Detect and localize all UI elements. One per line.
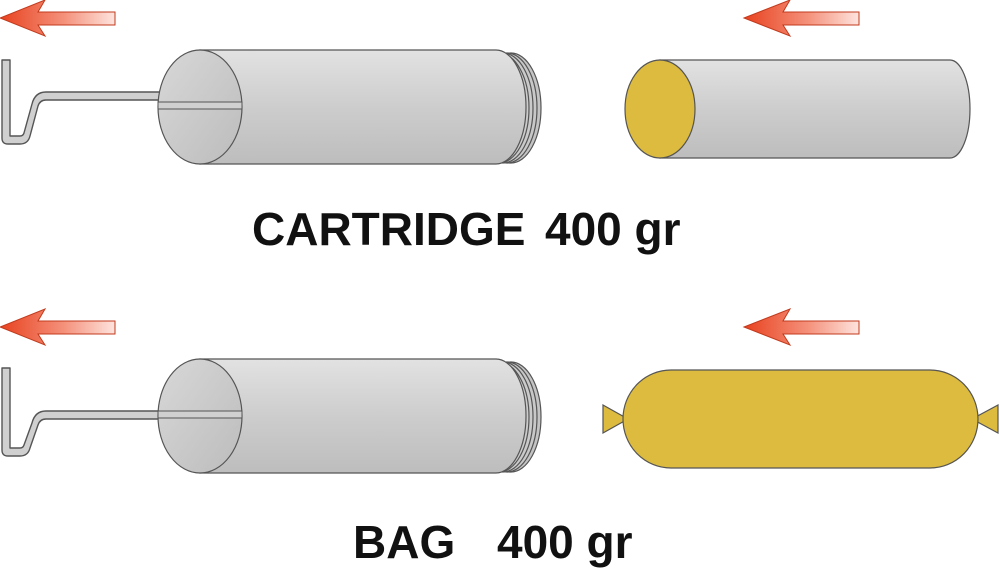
dispenser-barrel-icon: [157, 358, 542, 474]
plunger-rod-icon: [1, 59, 240, 145]
direction-arrow-icon: [742, 308, 860, 347]
bag-label: BAG: [353, 516, 455, 568]
cartridge-icon: [624, 59, 971, 159]
dispenser-barrel-icon: [157, 49, 542, 165]
direction-arrow-icon: [0, 0, 116, 38]
sausage-bag-icon: [602, 369, 999, 469]
plunger-rod-icon: [1, 367, 240, 457]
direction-arrow-icon: [742, 0, 860, 38]
cartridge-label: CARTRIDGE: [252, 203, 525, 255]
direction-arrow-icon: [0, 307, 116, 347]
cartridge-weight-label: 400 gr: [545, 203, 681, 255]
bag-weight-label: 400 gr: [497, 516, 633, 568]
